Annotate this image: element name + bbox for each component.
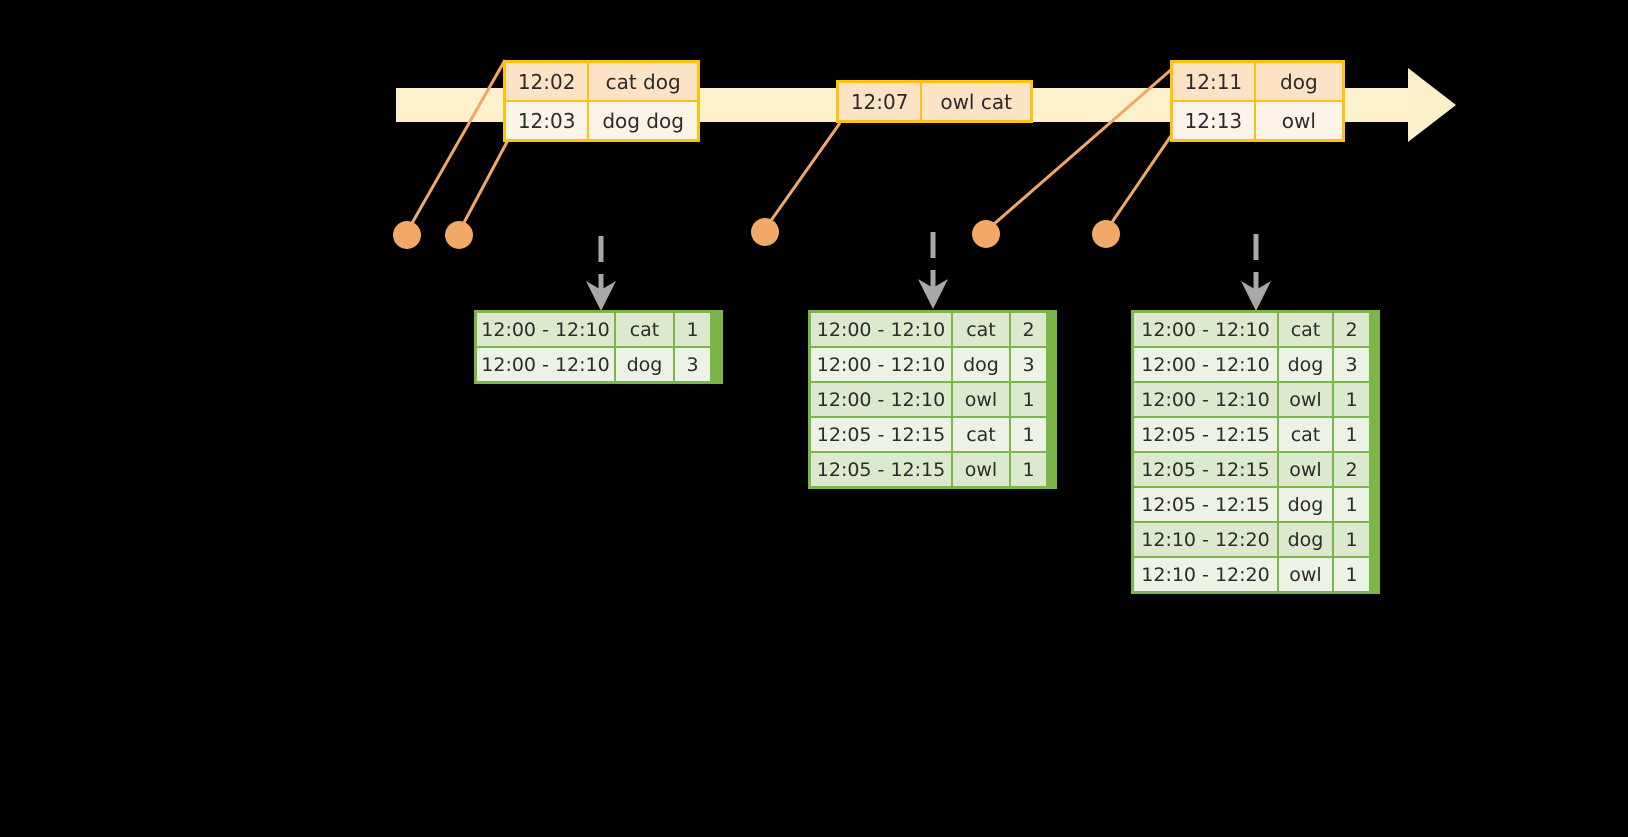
key-cell: owl <box>1279 383 1332 416</box>
event-dots <box>393 218 1120 249</box>
key-cell: dog <box>1279 523 1332 556</box>
count-cell: 3 <box>1334 348 1369 381</box>
connector-line-5 <box>1104 129 1177 232</box>
event-row[interactable]: 12:13 owl <box>1173 102 1342 139</box>
event-row[interactable]: 12:03 dog dog <box>506 102 697 139</box>
key-cell: dog <box>1279 348 1332 381</box>
window-cell: 12:00 - 12:10 <box>811 383 951 416</box>
window-cell: 12:00 - 12:10 <box>477 348 614 381</box>
connector-line-1 <box>405 59 507 233</box>
event-time: 12:02 <box>506 63 588 100</box>
count-cell: 1 <box>1011 453 1046 486</box>
event-value: cat dog <box>589 63 697 100</box>
event-value: owl cat <box>922 83 1030 120</box>
event-time: 12:03 <box>506 102 588 139</box>
event-value: dog dog <box>589 102 697 139</box>
count-cell: 1 <box>1334 383 1369 416</box>
window-cell: 12:00 - 12:10 <box>1134 313 1277 346</box>
window-cell: 12:05 - 12:15 <box>811 453 951 486</box>
event-time: 12:13 <box>1173 102 1254 139</box>
connector-line-2 <box>457 139 510 233</box>
key-cell: cat <box>953 313 1009 346</box>
window-cell: 12:05 - 12:15 <box>1134 453 1277 486</box>
event-row[interactable]: 12:07 owl cat <box>839 83 1030 120</box>
key-cell: owl <box>1279 453 1332 486</box>
key-cell: cat <box>1279 418 1332 451</box>
dot-5 <box>1092 220 1120 248</box>
window-cell: 12:00 - 12:10 <box>1134 383 1277 416</box>
window-cell: 12:00 - 12:10 <box>477 313 614 346</box>
key-cell: dog <box>953 348 1009 381</box>
dot-2 <box>445 221 473 249</box>
event-box-3[interactable]: 12:11 dog 12:13 owl <box>1170 60 1345 142</box>
key-cell: cat <box>616 313 673 346</box>
key-cell: owl <box>953 453 1009 486</box>
dot-3 <box>751 218 779 246</box>
timeline-arrowhead-icon <box>1408 68 1456 142</box>
count-cell: 2 <box>1334 453 1369 486</box>
count-cell: 3 <box>675 348 710 381</box>
event-time: 12:07 <box>839 83 921 120</box>
window-cell: 12:05 - 12:15 <box>1134 418 1277 451</box>
connector-line-3 <box>763 122 842 230</box>
event-box-1[interactable]: 12:02 cat dog 12:03 dog dog <box>503 60 700 142</box>
event-value: dog <box>1255 63 1342 100</box>
key-cell: cat <box>1279 313 1332 346</box>
key-cell: owl <box>953 383 1009 416</box>
count-cell: 1 <box>1334 523 1369 556</box>
count-cell: 1 <box>1334 558 1369 591</box>
emit-arrows <box>586 232 1271 311</box>
event-row[interactable]: 12:11 dog <box>1173 63 1342 100</box>
window-cell: 12:05 - 12:15 <box>1134 488 1277 521</box>
window-cell: 12:10 - 12:20 <box>1134 558 1277 591</box>
dot-4 <box>972 220 1000 248</box>
window-cell: 12:05 - 12:15 <box>811 418 951 451</box>
window-cell: 12:00 - 12:10 <box>811 348 951 381</box>
count-cell: 2 <box>1011 313 1046 346</box>
key-cell: owl <box>1279 558 1332 591</box>
count-cell: 3 <box>1011 348 1046 381</box>
window-cell: 12:10 - 12:20 <box>1134 523 1277 556</box>
event-row[interactable]: 12:02 cat dog <box>506 63 697 100</box>
count-cell: 2 <box>1334 313 1369 346</box>
key-cell: dog <box>616 348 673 381</box>
count-cell: 1 <box>1011 383 1046 416</box>
key-cell: dog <box>1279 488 1332 521</box>
key-cell: cat <box>953 418 1009 451</box>
count-cell: 1 <box>1334 418 1369 451</box>
count-cell: 1 <box>1334 488 1369 521</box>
count-cell: 1 <box>675 313 710 346</box>
dot-1 <box>393 221 421 249</box>
event-time: 12:11 <box>1173 63 1254 100</box>
count-cell: 1 <box>1011 418 1046 451</box>
event-box-2[interactable]: 12:07 owl cat <box>836 80 1033 123</box>
window-cell: 12:00 - 12:10 <box>1134 348 1277 381</box>
event-value: owl <box>1255 102 1342 139</box>
window-cell: 12:00 - 12:10 <box>811 313 951 346</box>
